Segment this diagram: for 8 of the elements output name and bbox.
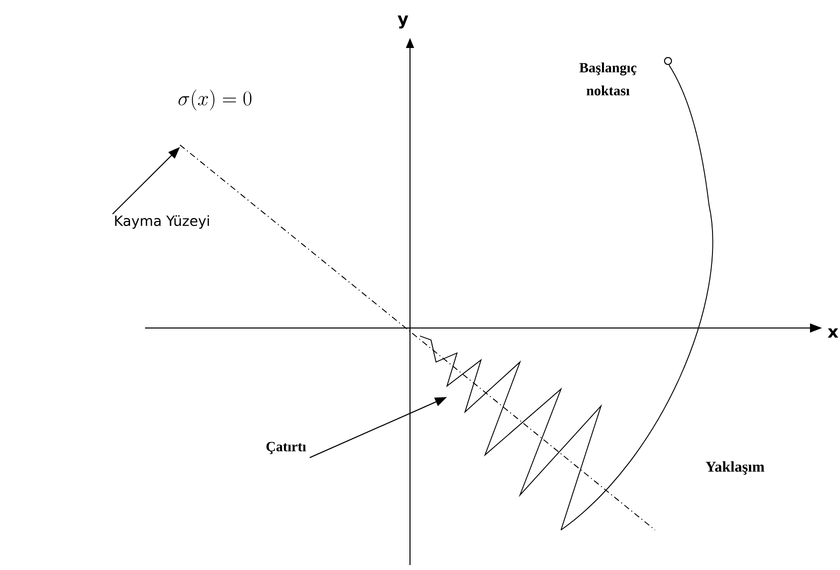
chattering-label: Çatırtı xyxy=(266,442,306,454)
start-point xyxy=(664,57,672,65)
approach-label: Yaklaşım xyxy=(706,461,764,475)
axis-label: x xyxy=(828,328,838,338)
axis-label: y xyxy=(398,16,408,28)
start-label: Başlangıç noktası xyxy=(579,62,636,96)
surface-label: Kayma Yüzeyi xyxy=(115,215,209,229)
surface-equation: $\sigma(x)=0$ xyxy=(178,90,252,110)
